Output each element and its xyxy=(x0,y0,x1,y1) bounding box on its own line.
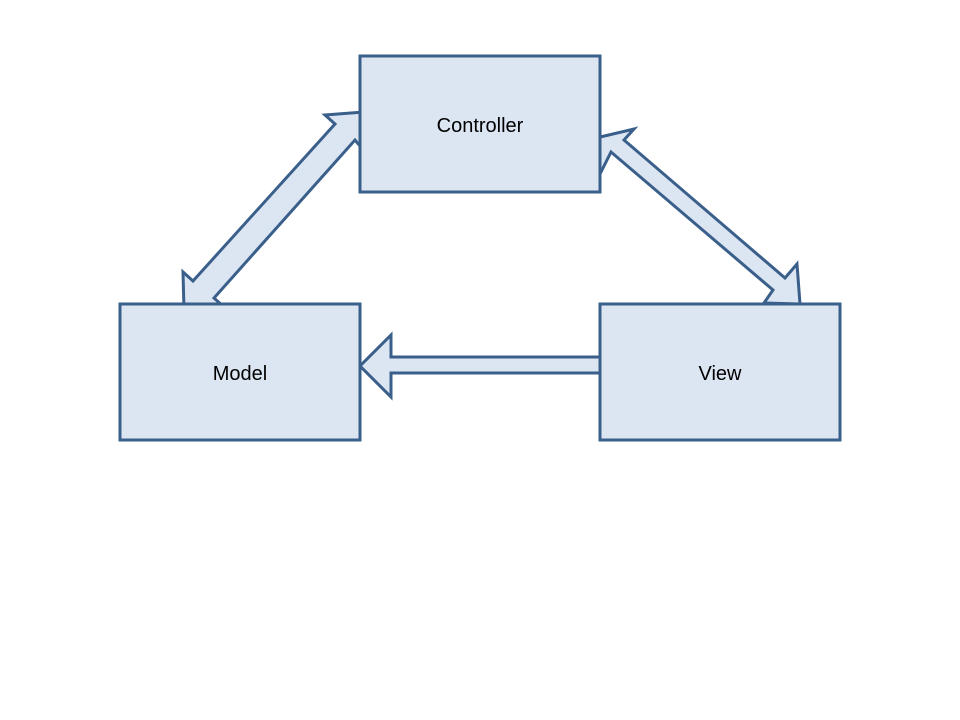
view-label: View xyxy=(699,363,743,385)
controller-box xyxy=(358,54,602,194)
controller-node: Controller xyxy=(358,54,602,194)
model-label: Model xyxy=(213,363,267,385)
controller-label: Controller xyxy=(437,115,524,137)
view-node: View xyxy=(598,302,842,442)
model-box xyxy=(118,302,362,442)
view-to-model-arrow xyxy=(357,331,602,401)
controller-view-double-arrow xyxy=(594,126,802,306)
model-controller-double-arrow xyxy=(181,110,367,312)
model-node: Model xyxy=(118,302,362,442)
view-box xyxy=(598,302,842,442)
